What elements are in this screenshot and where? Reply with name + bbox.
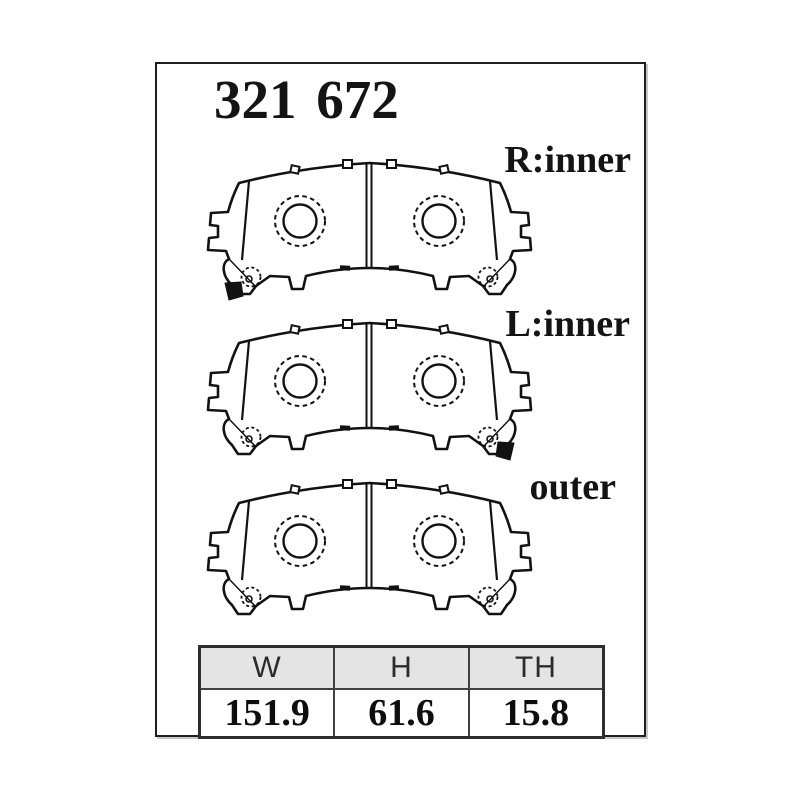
dimension-value-w: 151.9: [198, 688, 336, 739]
brake-pad-diagram-outer: [206, 478, 533, 616]
view-label-outer: outer: [529, 466, 616, 508]
wear-indicator-mark-right: [495, 441, 515, 461]
brake-pad-outline: [206, 158, 533, 296]
brake-pad-diagram-l-inner: [206, 318, 533, 461]
wear-indicator-mark-left: [224, 281, 244, 301]
dimension-value-h: 61.6: [333, 688, 470, 739]
dimensions-header-row: W H TH: [198, 645, 605, 690]
view-label-l-inner: L:inner: [505, 303, 630, 345]
part-number: 321 672: [214, 69, 399, 130]
view-label-r-inner: R:inner: [504, 139, 631, 181]
diagram-frame: 321 672 R:inner L:inner outer W H TH: [155, 62, 646, 739]
brake-pad-diagram-r-inner: [206, 158, 533, 301]
brake-pad-outline: [206, 478, 533, 616]
brake-pad-outline: [206, 318, 533, 456]
dimension-header-w: W: [198, 645, 336, 690]
dimensions-table: W H TH 151.9 61.6 15.8: [198, 645, 605, 739]
dimension-header-h: H: [333, 645, 470, 690]
dimension-header-th: TH: [467, 645, 605, 690]
dimensions-value-row: 151.9 61.6 15.8: [198, 688, 605, 739]
dimension-value-th: 15.8: [467, 688, 605, 739]
